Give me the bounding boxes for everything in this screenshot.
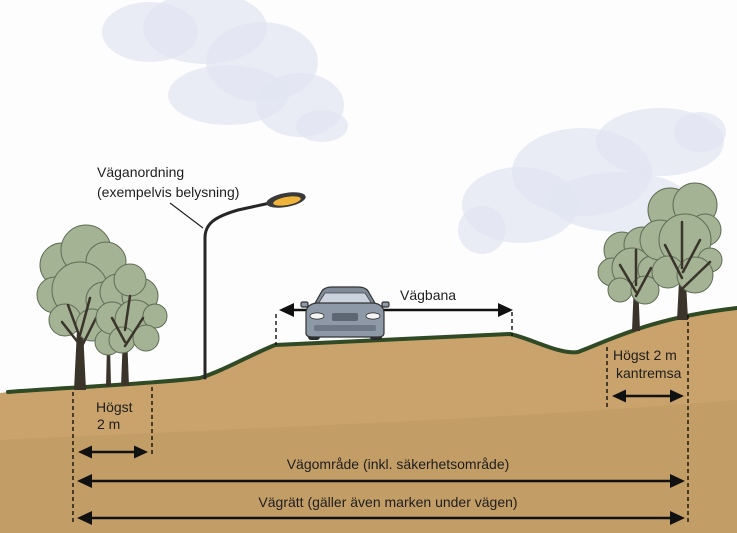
carriageway-label: Vägbana — [400, 287, 456, 303]
car-headlight-left — [309, 312, 325, 320]
car-grille — [332, 313, 358, 321]
edge-strip-label-line2: kantremsa — [616, 365, 682, 381]
left-strip-label-line2: 2 m — [97, 416, 120, 432]
cloud-icon — [458, 108, 726, 254]
left-strip-label-line1: Högst — [96, 399, 133, 415]
car-mirror-right — [381, 301, 390, 308]
ground-fill — [0, 308, 737, 533]
car-bumper — [314, 325, 376, 331]
ground-shade — [0, 400, 737, 533]
car-icon — [300, 286, 390, 340]
tree-icon — [95, 263, 168, 386]
street-light-lamp — [273, 196, 301, 206]
fixture-title: Väganordning — [97, 164, 184, 180]
car-headlight-right — [365, 312, 381, 320]
road-area-arrow — [77, 474, 685, 488]
edge-strip-label-line1: Högst 2 m — [613, 347, 677, 363]
tree-icon — [639, 182, 723, 320]
cloud-icon — [102, 0, 348, 142]
street-light-icon — [203, 192, 306, 380]
fixture-subtitle: (exempelvis belysning) — [97, 184, 239, 200]
road-right-label: Vägrätt (gäller även marken under vägen) — [258, 494, 517, 510]
road-area-label: Vägområde (inkl. säkerhetsområde) — [287, 456, 510, 472]
car-mirror-left — [300, 301, 309, 308]
car-windshield — [317, 292, 373, 305]
tree-branches — [60, 296, 98, 352]
road-right-arrow — [77, 511, 685, 525]
tree-canopy — [95, 263, 168, 354]
fixture-pointer-line — [169, 202, 204, 229]
tree-branches — [663, 220, 712, 290]
edge-strip-arrow — [612, 389, 684, 403]
left-strip-arrow — [78, 445, 148, 459]
tree-canopy — [639, 182, 723, 294]
tree-branches — [110, 294, 145, 348]
street-light-pole — [203, 201, 272, 380]
tree-branches — [618, 248, 653, 298]
